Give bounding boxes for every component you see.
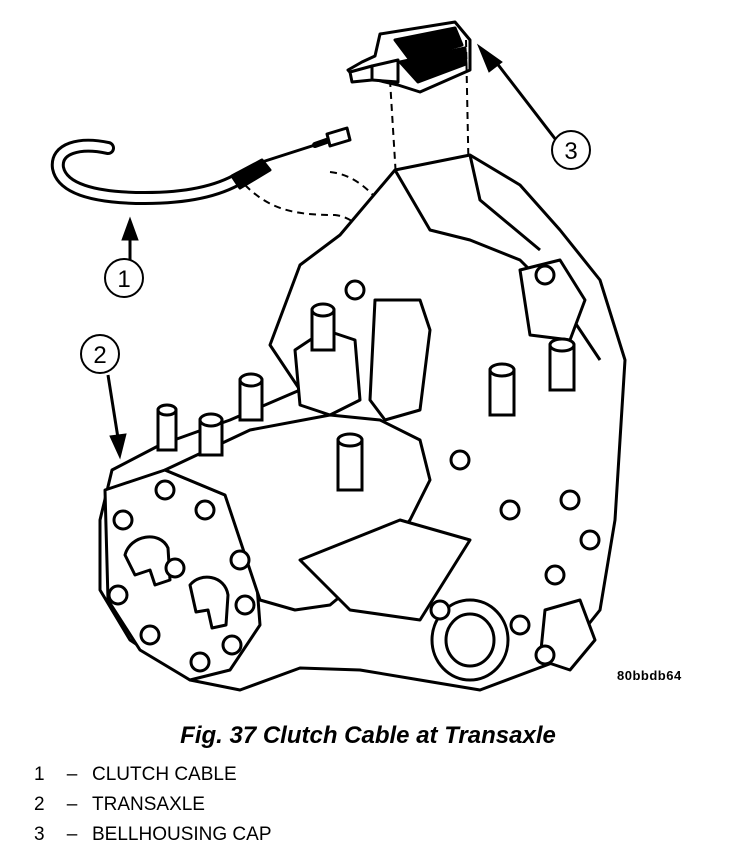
bolt-heads	[107, 264, 601, 673]
transaxle	[98, 153, 627, 692]
housing-bosses	[156, 302, 576, 492]
callout-2: 2	[80, 334, 120, 374]
legend: 1–CLUTCH CABLE 2–TRANSAXLE 3–BELLHOUSING…	[34, 760, 272, 850]
legend-item-number: 1	[34, 764, 45, 785]
callout-1: 1	[104, 258, 144, 298]
bellhousing-cap	[346, 20, 472, 94]
legend-item: 1–CLUTCH CABLE	[34, 760, 272, 790]
callout-1-number: 1	[117, 266, 130, 293]
legend-item-label: BELLHOUSING CAP	[92, 824, 272, 845]
cable-route-dashed	[244, 171, 406, 266]
clutch-cable	[50, 126, 352, 205]
legend-item-dash: –	[66, 824, 78, 845]
legend-item-dash: –	[66, 764, 78, 785]
callout-3: 3	[551, 130, 591, 170]
legend-item-label: CLUTCH CABLE	[92, 764, 237, 785]
legend-item-number: 3	[34, 824, 45, 845]
transaxle-diagram: 1 2 3	[50, 20, 627, 692]
callout-3-number: 3	[564, 138, 577, 165]
legend-item: 2–TRANSAXLE	[34, 790, 272, 820]
legend-item-dash: –	[66, 794, 78, 815]
legend-item-label: TRANSAXLE	[92, 794, 205, 815]
callout-arrows	[106, 43, 558, 460]
legend-item-number: 2	[34, 794, 45, 815]
callout-2-number: 2	[93, 342, 106, 369]
figure-caption: Fig. 37 Clutch Cable at Transaxle	[180, 722, 556, 749]
legend-item: 3–BELLHOUSING CAP	[34, 820, 272, 850]
figure-code: 80bbdb64	[617, 668, 682, 683]
